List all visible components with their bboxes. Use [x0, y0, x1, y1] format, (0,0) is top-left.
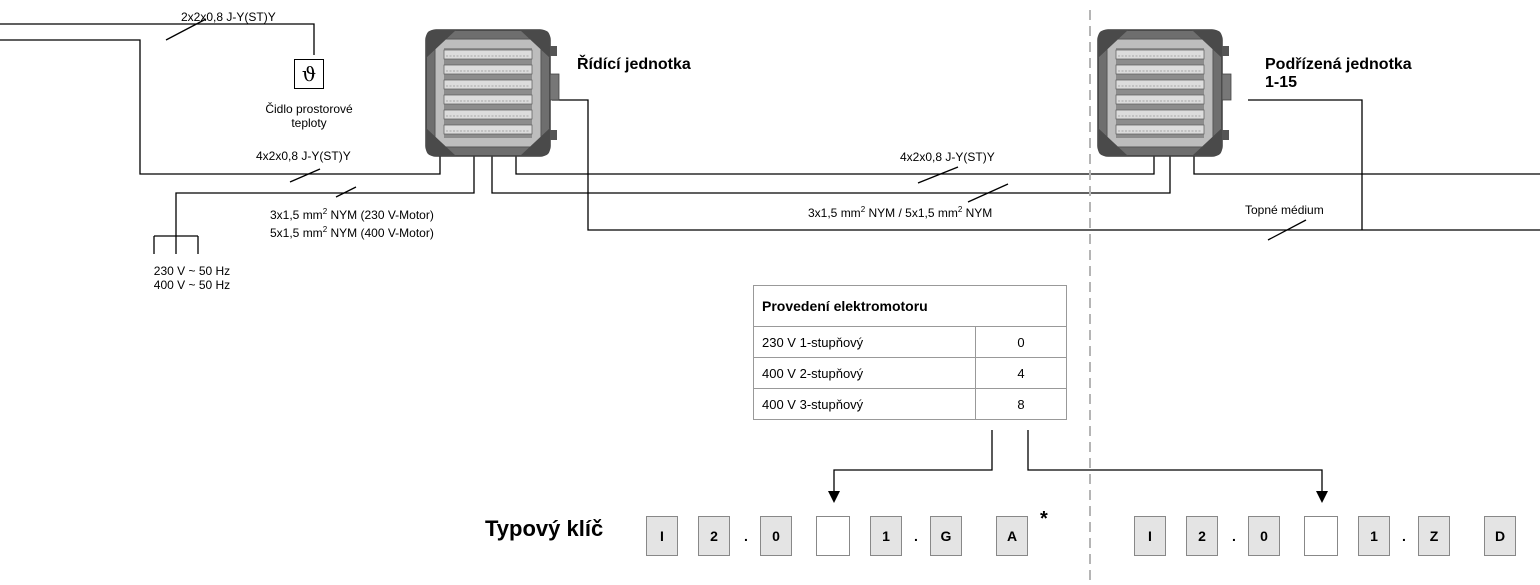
type-key-dot: . — [914, 528, 918, 544]
thermometer-theta-icon: ϑ — [294, 59, 324, 89]
power-cable-230-label: 3x1,5 mm2 NYM (230 V-Motor) — [270, 207, 434, 223]
type-key-cell: A — [996, 516, 1028, 556]
slave-unit-title: Podřízená jednotka 1-15 — [1265, 56, 1412, 92]
sensor-label: Čidlo prostorové teploty — [244, 102, 374, 130]
supply-voltage-label: 230 V ~ 50 Hz 400 V ~ 50 Hz — [142, 264, 242, 292]
control-cable-link-label: 4x2x0,8 J-Y(ST)Y — [900, 150, 995, 164]
type-key-dot: . — [1402, 528, 1406, 544]
master-unit-title: Řídící jednotka — [577, 56, 691, 73]
power-link-b: NYM / 5x1,5 mm — [865, 206, 958, 220]
type-key-cell: 2 — [1186, 516, 1218, 556]
power-cable-link-label: 3x1,5 mm2 NYM / 5x1,5 mm2 NYM — [808, 205, 993, 221]
sensor-cable-label: 2x2x0,8 J-Y(ST)Y — [181, 10, 276, 24]
power-link-a-exp: 2 — [860, 205, 866, 214]
table-header-row: Provedení elektromotoru — [753, 285, 1067, 327]
control-cable-master-label: 4x2x0,8 J-Y(ST)Y — [256, 149, 351, 163]
motor-option-code: 8 — [975, 388, 1067, 420]
table-row: 400 V 3-stupňový 8 — [753, 388, 1067, 420]
supply-line-400: 400 V ~ 50 Hz — [153, 278, 231, 292]
power-400-prefix: 5x1,5 mm — [270, 226, 323, 240]
type-key-label: Typový klíč — [485, 516, 604, 541]
power-link-a: 3x1,5 mm — [808, 206, 861, 220]
type-key-dot: . — [744, 528, 748, 544]
heating-medium-label: Topné médium — [1245, 203, 1324, 217]
power-link-b-exp: 2 — [957, 205, 963, 214]
type-key-cell: I — [1134, 516, 1166, 556]
table-row: 230 V 1-stupňový 0 — [753, 326, 1067, 358]
motor-option-label: 400 V 2-stupňový — [753, 357, 976, 389]
slave-heater-unit-icon — [1097, 29, 1232, 157]
motor-option-code: 4 — [975, 357, 1067, 389]
supply-line-230: 230 V ~ 50 Hz — [153, 264, 231, 278]
motor-option-code: 0 — [975, 326, 1067, 358]
type-key-cell: 1 — [1358, 516, 1390, 556]
type-key-asterisk: * — [1040, 508, 1048, 530]
power-400-exp: 2 — [322, 225, 328, 234]
slave-unit-title-line2: 1-15 — [1265, 74, 1298, 91]
sensor-label-line1: Čidlo prostorové — [265, 102, 353, 116]
power-cable-400-label: 5x1,5 mm2 NYM (400 V-Motor) — [270, 225, 434, 241]
type-key-motor-slot — [1304, 516, 1338, 556]
power-230-exp: 2 — [322, 207, 328, 216]
motor-option-label: 230 V 1-stupňový — [753, 326, 976, 358]
type-key-cell: I — [646, 516, 678, 556]
slave-unit-title-line1: Podřízená jednotka — [1265, 56, 1412, 73]
motor-version-table: Provedení elektromotoru 230 V 1-stupňový… — [753, 285, 1067, 420]
sensor-label-line2: teploty — [291, 116, 327, 130]
table-header: Provedení elektromotoru — [753, 285, 1067, 327]
motor-option-label: 400 V 3-stupňový — [753, 388, 976, 420]
master-heater-unit-icon — [425, 29, 560, 157]
type-key-cell: 0 — [1248, 516, 1280, 556]
type-key-cell: 2 — [698, 516, 730, 556]
power-link-c: NYM — [962, 206, 993, 220]
power-230-suffix: NYM (230 V-Motor) — [327, 208, 434, 222]
type-key-cell: G — [930, 516, 962, 556]
type-key-dot: . — [1232, 528, 1236, 544]
power-400-suffix: NYM (400 V-Motor) — [327, 226, 434, 240]
type-key-cell: Z — [1418, 516, 1450, 556]
type-key-cell: 1 — [870, 516, 902, 556]
type-key-cell: 0 — [760, 516, 792, 556]
type-key-cell: D — [1484, 516, 1516, 556]
type-key-motor-slot — [816, 516, 850, 556]
table-row: 400 V 2-stupňový 4 — [753, 357, 1067, 389]
power-230-prefix: 3x1,5 mm — [270, 208, 323, 222]
